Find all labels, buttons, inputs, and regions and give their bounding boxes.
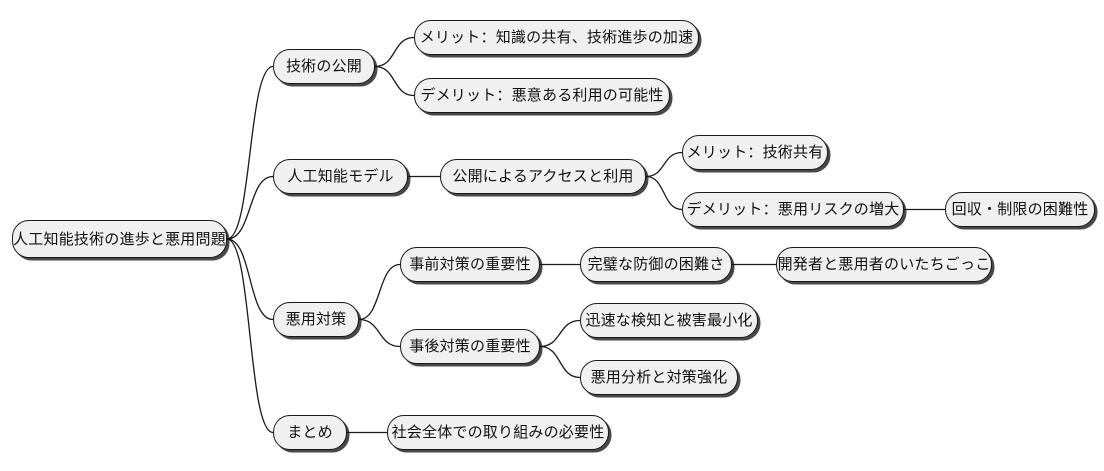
mindmap-node-b4[interactable]: まとめ	[273, 415, 347, 450]
node-label: 悪用分析と対策強化	[590, 368, 728, 386]
node-label: 開発者と悪用者のいたちごっこ	[777, 255, 991, 273]
node-label: デメリット：悪用リスクの増大	[686, 200, 900, 218]
edge-b3-to-b3c2	[358, 318, 401, 348]
mindmap-node-b1c2[interactable]: デメリット：悪意ある利用の可能性	[414, 78, 670, 113]
edge-root-to-b3	[226, 238, 274, 321]
node-label: 悪用対策	[285, 310, 347, 328]
node-label: 公開によるアクセスと利用	[452, 167, 634, 185]
mindmap-node-b3c2b[interactable]: 悪用分析と対策強化	[580, 360, 738, 395]
mindmap-node-b2c1b[interactable]: デメリット：悪用リスクの増大	[682, 192, 904, 227]
node-label: 完璧な防御の困難さ	[587, 255, 725, 273]
mindmap-node-b1c1[interactable]: メリット：知識の共有、技術進歩の加速	[414, 20, 699, 55]
mindmap-node-b3c1a[interactable]: 完璧な防御の困難さ	[580, 247, 732, 282]
mindmap-node-b2[interactable]: 人工知能モデル	[273, 159, 408, 194]
mindmap-node-b3c2a[interactable]: 迅速な検知と被害最小化	[580, 303, 758, 338]
edge-root-to-b2	[226, 175, 274, 240]
mindmap-node-b3[interactable]: 悪用対策	[273, 302, 359, 337]
mindmap-node-b3c2[interactable]: 事後対策の重要性	[400, 329, 540, 364]
mindmap-node-b1[interactable]: 技術の公開	[273, 49, 375, 84]
edge-b3c2-to-b3c2b	[539, 345, 581, 379]
node-label: 社会全体での取り組みの必要性	[391, 423, 605, 441]
edge-b2c1-to-b2c1a	[645, 151, 683, 178]
node-label: 人工知能技術の進歩と悪用問題	[13, 229, 226, 248]
node-label: 迅速な検知と被害最小化	[585, 311, 753, 329]
edge-b1-to-b1c1	[374, 36, 415, 68]
mindmap-node-b2c1a[interactable]: メリット：技術共有	[682, 135, 828, 170]
node-label: 回収・制限の困難性	[951, 200, 1089, 218]
edge-b3c2-to-b3c2a	[539, 319, 581, 348]
edge-b2c1-to-b2c1b	[645, 175, 683, 211]
mindmap-node-b4c1[interactable]: 社会全体での取り組みの必要性	[387, 415, 609, 450]
edge-root-to-b1	[226, 65, 274, 240]
node-label: 技術の公開	[285, 57, 362, 75]
mindmap-node-b3c1[interactable]: 事前対策の重要性	[400, 247, 540, 282]
node-label: まとめ	[287, 423, 333, 441]
node-label: 人工知能モデル	[287, 167, 394, 185]
node-label: 事前対策の重要性	[409, 255, 531, 273]
node-label: メリット：知識の共有、技術進歩の加速	[419, 28, 694, 46]
edge-root-to-b4	[226, 238, 274, 434]
mindmap-root-node[interactable]: 人工知能技術の進歩と悪用問題	[12, 220, 227, 258]
node-label: メリット：技術共有	[686, 143, 824, 161]
mindmap-node-b2c1b1[interactable]: 回収・制限の困難性	[945, 192, 1095, 227]
node-label: デメリット：悪意ある利用の可能性	[420, 86, 664, 104]
edge-b1-to-b1c2	[374, 65, 415, 97]
node-label: 事後対策の重要性	[409, 337, 531, 355]
mindmap-node-b2c1[interactable]: 公開によるアクセスと利用	[440, 159, 646, 194]
edge-b3-to-b3c1	[358, 263, 401, 321]
mindmap-node-b3c1a1[interactable]: 開発者と悪用者のいたちごっこ	[776, 247, 992, 282]
